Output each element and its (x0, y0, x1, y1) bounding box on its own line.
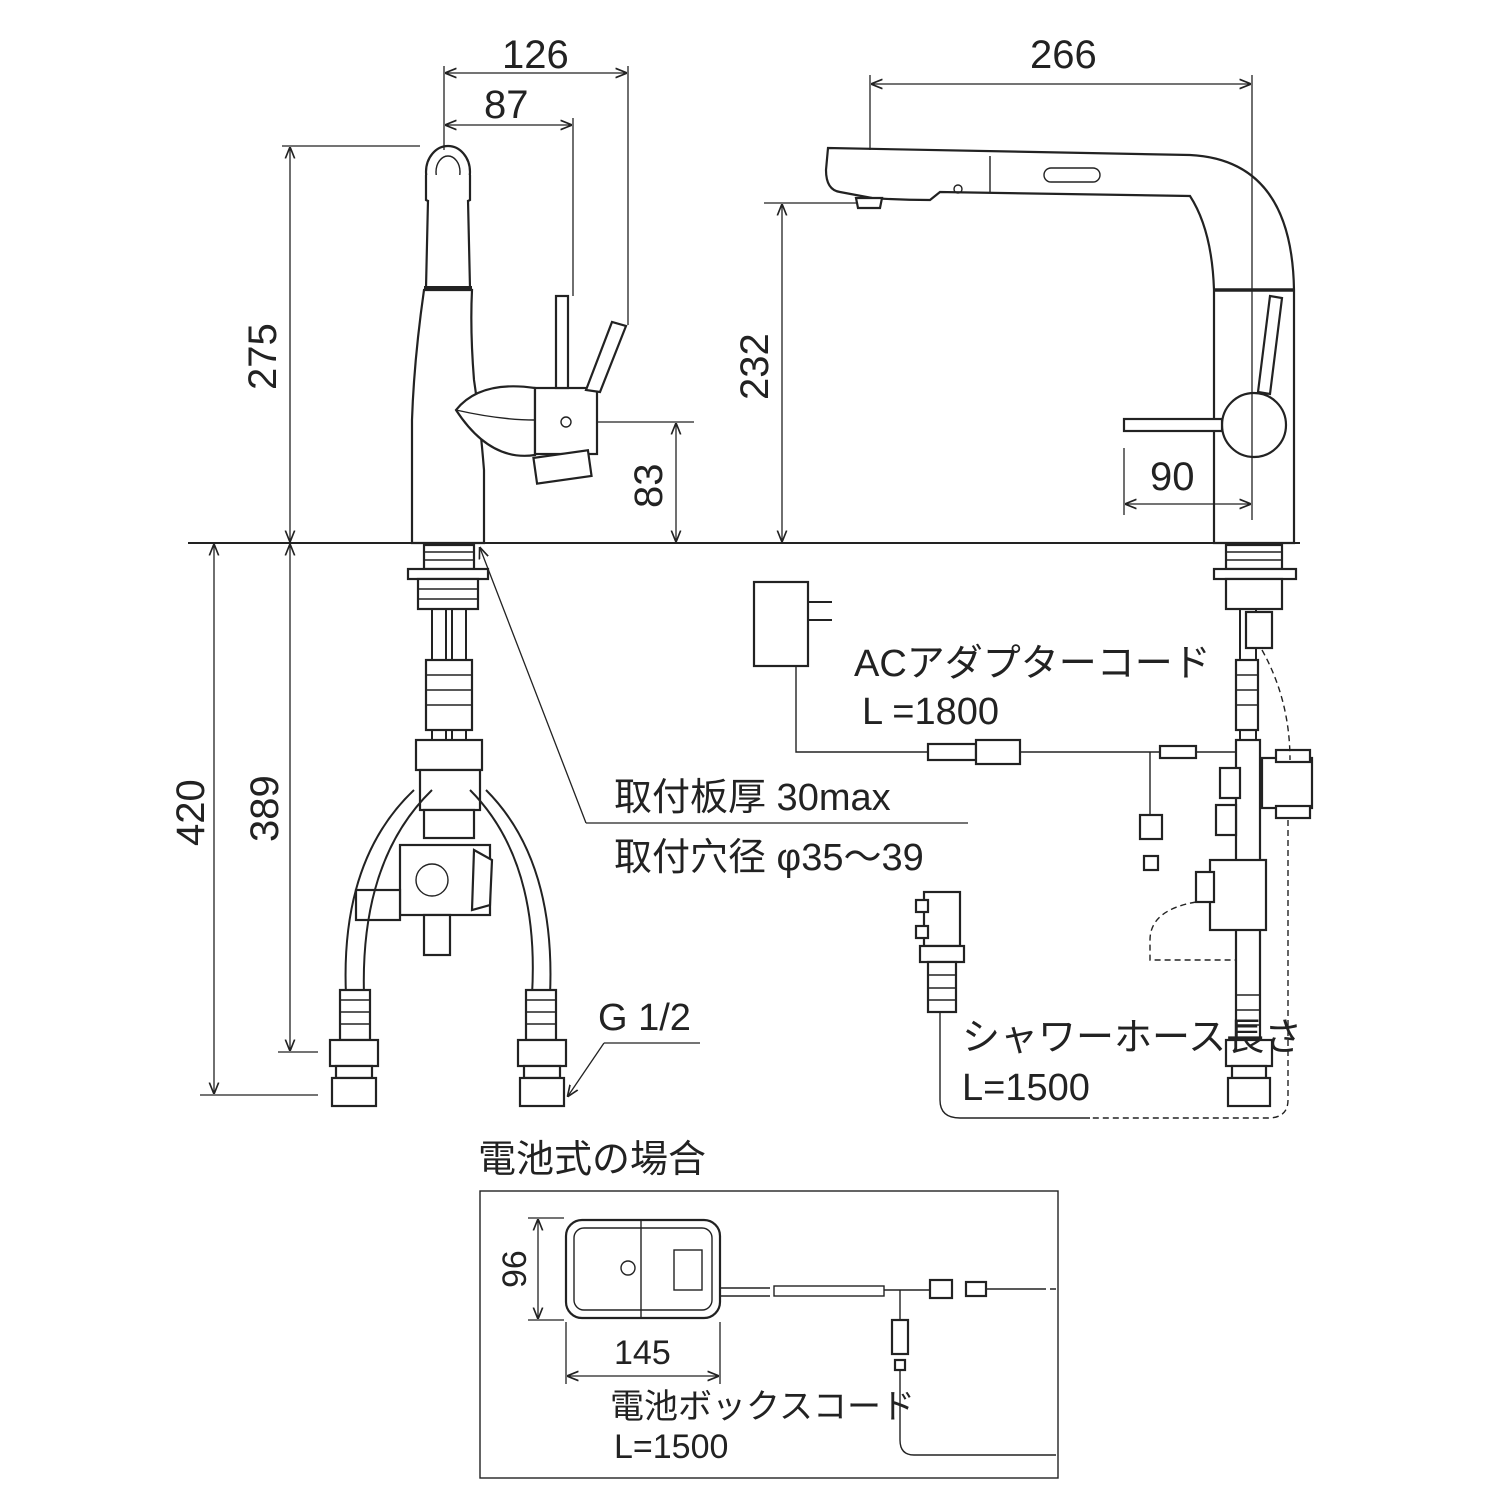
dim-lever-height: 83 (627, 464, 671, 509)
dim-mount-hose: 389 (243, 775, 287, 842)
thread-leader: G 1/2 (568, 997, 700, 1096)
dim-front-reach: 266 (1030, 33, 1097, 77)
note-ac-adapter-length: L =1800 (862, 691, 999, 733)
dim-mount-total: 420 (169, 779, 213, 846)
dim-side-width: 126 (502, 33, 569, 77)
ac-adapter: ACアダプターコード L =1800 (752, 580, 1236, 872)
dim-side-height: 275 (241, 323, 285, 390)
front-view-dimensions: 266 232 90 (733, 33, 1253, 541)
note-shower-hose-length: L=1500 (962, 1067, 1090, 1109)
note-ac-adapter-title: ACアダプターコード (854, 643, 1211, 685)
dim-front-spout-height: 232 (733, 333, 777, 400)
battery-section-title: 電池式の場合 (478, 1139, 706, 1181)
note-mount-hole: 取付穴径 φ35～39 (614, 837, 924, 879)
battery-cord-length: L=1500 (614, 1428, 728, 1466)
battery-section-panel: 96 145 電池ボックスコード L=1500 (479, 1190, 1059, 1479)
battery-cord-title: 電池ボックスコード (610, 1388, 915, 1426)
shower-hose-connector: シャワーホース長さ L=1500 (914, 890, 1302, 1119)
note-shower-hose-title: シャワーホース長さ (962, 1017, 1302, 1059)
note-mount-thickness: 取付板厚 30max (614, 777, 891, 819)
dim-battery-height: 96 (496, 1250, 534, 1288)
note-thread: G 1/2 (598, 997, 691, 1039)
mount-note-leader: 取付板厚 30max 取付穴径 φ35～39 (480, 548, 968, 879)
dim-front-lever-reach: 90 (1150, 455, 1195, 499)
dim-side-lever-offset: 87 (484, 83, 529, 127)
front-view-faucet (824, 146, 1314, 1119)
dim-battery-width: 145 (614, 1334, 671, 1372)
side-view-faucet (328, 144, 628, 1108)
side-view-dimensions: 126 87 275 83 420 389 (169, 33, 694, 1096)
